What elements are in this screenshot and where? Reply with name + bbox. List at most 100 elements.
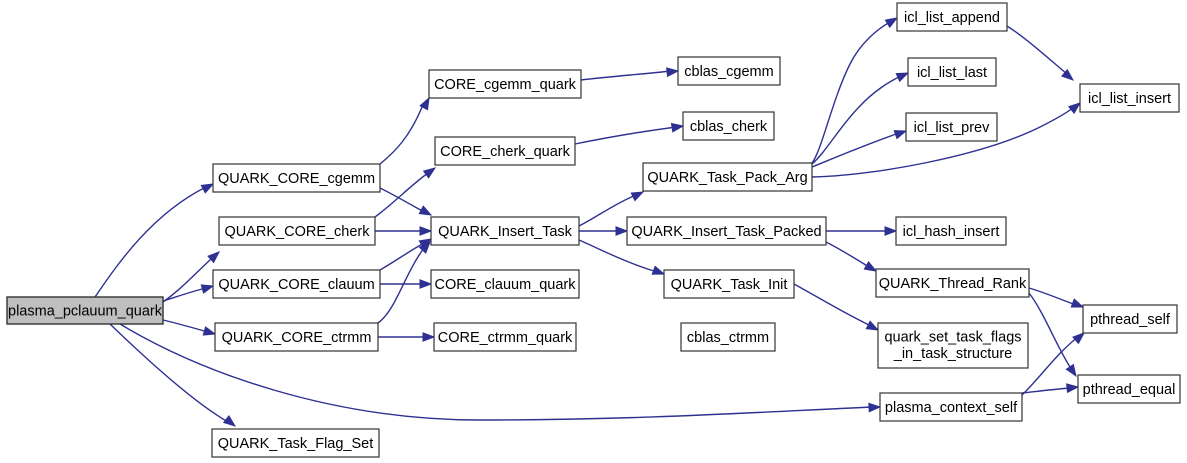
arrow-head-icon bbox=[884, 17, 899, 29]
graph-node-icl_list_append[interactable]: icl_list_append bbox=[896, 2, 1008, 32]
arrow-head-icon bbox=[418, 240, 431, 254]
arrow-head-icon bbox=[419, 96, 430, 111]
node-box[interactable] bbox=[896, 2, 1008, 32]
edge-QUARK_CORE_cgemm-to-QUARK_Insert_Task bbox=[379, 187, 433, 216]
graph-node-QUARK_Thread_Rank[interactable]: QUARK_Thread_Rank bbox=[875, 268, 1030, 298]
arrow-head-icon bbox=[651, 265, 666, 275]
node-label: CORE_cgemm_quark bbox=[434, 77, 577, 93]
arrow-head-icon bbox=[893, 130, 908, 140]
graph-node-plasma_pclauum_quark[interactable]: plasma_pclauum_quark bbox=[6, 296, 164, 325]
node-box[interactable] bbox=[212, 269, 381, 299]
graph-node-plasma_context_self[interactable]: plasma_context_self bbox=[879, 392, 1023, 422]
node-label: QUARK_Task_Flag_Set bbox=[218, 436, 374, 452]
graph-node-cblas_cherk[interactable]: cblas_cherk bbox=[682, 111, 775, 141]
graph-node-QUARK_Insert_Task[interactable]: QUARK_Insert_Task bbox=[430, 216, 580, 246]
node-box[interactable] bbox=[1077, 374, 1181, 404]
graph-node-CORE_ctrmm_quark[interactable]: CORE_ctrmm_quark bbox=[433, 322, 577, 352]
arrow-head-icon bbox=[207, 251, 221, 264]
node-label: CORE_ctrmm_quark bbox=[438, 330, 573, 346]
node-box[interactable] bbox=[218, 216, 376, 246]
edge-QUARK_CORE_ctrmm-to-QUARK_Insert_Task bbox=[377, 240, 431, 324]
graph-node-QUARK_Task_Init[interactable]: QUARK_Task_Init bbox=[663, 269, 795, 299]
graph-node-icl_list_last[interactable]: icl_list_last bbox=[907, 57, 997, 87]
edge-QUARK_Task_Pack_Arg-to-icl_list_prev bbox=[811, 130, 908, 168]
graph-node-CORE_cherk_quark[interactable]: CORE_cherk_quark bbox=[434, 136, 576, 166]
edge-line bbox=[379, 187, 425, 213]
node-box[interactable] bbox=[430, 216, 580, 246]
graph-node-QUARK_Task_Pack_Arg[interactable]: QUARK_Task_Pack_Arg bbox=[642, 162, 813, 192]
node-box[interactable] bbox=[877, 322, 1029, 369]
graph-node-CORE_clauum_quark[interactable]: CORE_clauum_quark bbox=[430, 269, 580, 299]
graph-node-icl_hash_insert[interactable]: icl_hash_insert bbox=[895, 216, 1007, 246]
node-box[interactable] bbox=[212, 163, 381, 193]
edge-line bbox=[94, 186, 207, 298]
graph-node-QUARK_CORE_ctrmm[interactable]: QUARK_CORE_ctrmm bbox=[214, 322, 379, 352]
graph-node-QUARK_Task_Flag_Set[interactable]: QUARK_Task_Flag_Set bbox=[211, 428, 380, 458]
arrow-head-icon bbox=[666, 67, 680, 78]
node-box[interactable] bbox=[907, 57, 997, 87]
node-box[interactable] bbox=[6, 296, 164, 325]
node-box[interactable] bbox=[875, 268, 1030, 298]
edge-QUARK_CORE_clauum-to-CORE_clauum_quark bbox=[380, 279, 433, 289]
node-box[interactable] bbox=[433, 322, 577, 352]
arrow-head-icon bbox=[1070, 298, 1085, 308]
edge-plasma_pclauum_quark-to-QUARK_Task_Flag_Set bbox=[109, 323, 237, 427]
node-box[interactable] bbox=[642, 162, 813, 192]
edge-plasma_context_self-to-pthread_equal bbox=[1021, 383, 1080, 394]
node-box[interactable] bbox=[663, 269, 795, 299]
node-box[interactable] bbox=[214, 322, 379, 352]
graph-node-QUARK_Insert_Task_Packed[interactable]: QUARK_Insert_Task_Packed bbox=[626, 216, 827, 246]
edge-line bbox=[162, 287, 207, 302]
edge-plasma_pclauum_quark-to-QUARK_CORE_ctrmm bbox=[162, 319, 217, 336]
node-label: cblas_cherk bbox=[690, 119, 768, 135]
edge-plasma_context_self-to-pthread_self bbox=[1021, 332, 1086, 396]
node-label: cblas_cgemm bbox=[684, 64, 773, 80]
graph-node-cblas_ctrmm[interactable]: cblas_ctrmm bbox=[680, 322, 776, 352]
edge-line bbox=[811, 75, 902, 165]
node-box[interactable] bbox=[677, 56, 781, 86]
graph-node-QUARK_CORE_cherk[interactable]: QUARK_CORE_cherk bbox=[218, 216, 376, 246]
node-box[interactable] bbox=[626, 216, 827, 246]
node-label: icl_list_last bbox=[917, 65, 987, 81]
node-label: QUARK_Insert_Task bbox=[438, 224, 573, 240]
graph-node-pthread_self[interactable]: pthread_self bbox=[1082, 304, 1178, 334]
arrow-head-icon bbox=[200, 183, 215, 194]
node-label: icl_list_insert bbox=[1088, 91, 1171, 107]
node-box[interactable] bbox=[1079, 83, 1180, 113]
node-box[interactable] bbox=[211, 428, 380, 458]
arrow-head-icon bbox=[1066, 383, 1080, 394]
edge-QUARK_Insert_Task_Packed-to-icl_hash_insert bbox=[826, 226, 898, 236]
graph-node-pthread_equal[interactable]: pthread_equal bbox=[1077, 374, 1181, 404]
edge-line bbox=[374, 172, 429, 218]
edge-CORE_cherk_quark-to-cblas_cherk bbox=[574, 122, 685, 145]
node-box[interactable] bbox=[430, 269, 580, 299]
node-box[interactable] bbox=[428, 69, 582, 99]
graph-node-QUARK_CORE_cgemm[interactable]: QUARK_CORE_cgemm bbox=[212, 163, 381, 193]
node-label: QUARK_CORE_cgemm bbox=[218, 171, 375, 187]
node-box[interactable] bbox=[682, 111, 775, 141]
node-box[interactable] bbox=[1082, 304, 1178, 334]
node-label: plasma_pclauum_quark bbox=[8, 303, 163, 319]
graph-node-cblas_cgemm[interactable]: cblas_cgemm bbox=[677, 56, 781, 86]
edge-CORE_cgemm_quark-to-cblas_cgemm bbox=[580, 67, 680, 81]
node-box[interactable] bbox=[434, 136, 576, 166]
graph-node-CORE_cgemm_quark[interactable]: CORE_cgemm_quark bbox=[428, 69, 582, 99]
node-box[interactable] bbox=[680, 322, 776, 352]
edge-QUARK_Thread_Rank-to-pthread_self bbox=[1028, 287, 1085, 308]
arrow-head-icon bbox=[1072, 332, 1086, 345]
edge-plasma_pclauum_quark-to-QUARK_CORE_clauum bbox=[162, 284, 215, 302]
edges-layer bbox=[94, 17, 1086, 427]
graph-node-icl_list_prev[interactable]: icl_list_prev bbox=[905, 112, 998, 142]
node-box[interactable] bbox=[905, 112, 998, 142]
arrow-head-icon bbox=[202, 326, 217, 336]
node-box[interactable] bbox=[895, 216, 1007, 246]
graph-node-QUARK_CORE_clauum[interactable]: QUARK_CORE_clauum bbox=[212, 269, 381, 299]
node-box[interactable] bbox=[879, 392, 1023, 422]
graph-node-quark_set_task_flags_in_task_structure[interactable]: quark_set_task_flags_in_task_structure bbox=[877, 322, 1029, 369]
node-label: QUARK_CORE_clauum bbox=[218, 277, 374, 293]
graph-node-icl_list_insert[interactable]: icl_list_insert bbox=[1079, 83, 1180, 113]
edge-line bbox=[379, 106, 423, 165]
node-label: icl_list_append bbox=[904, 10, 1000, 26]
edge-plasma_pclauum_quark-to-plasma_context_self bbox=[119, 323, 882, 421]
